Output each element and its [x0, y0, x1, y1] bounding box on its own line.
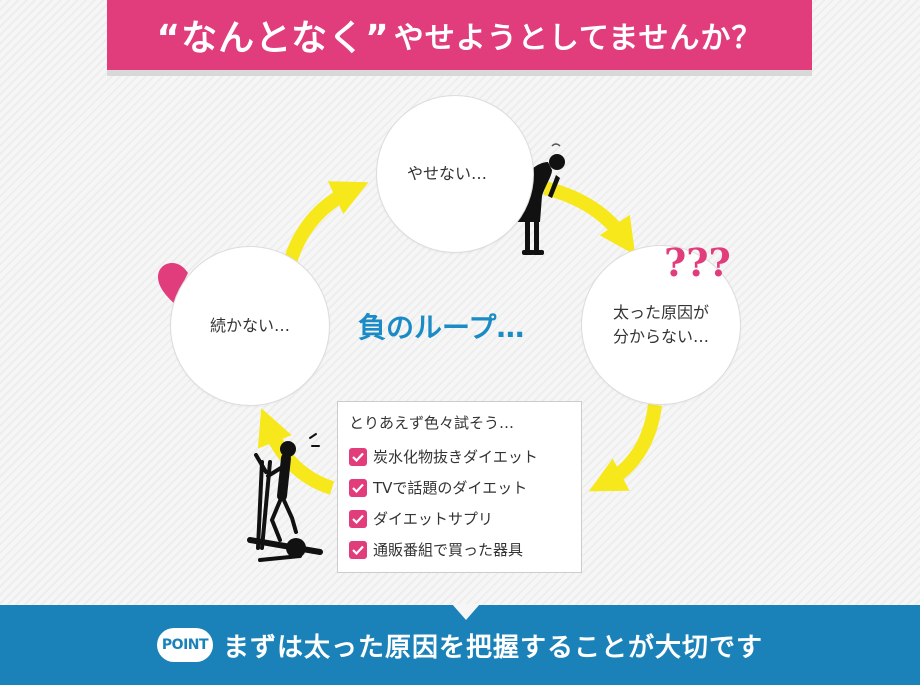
circle-right-label-line2: 分からない… [612, 327, 709, 346]
list-item: 通販番組で買った器具 [349, 534, 581, 565]
arrow-right-to-checklist [588, 403, 662, 492]
circle-left-label: 続かない… [209, 316, 290, 335]
circle-unknown-cause: 太った原因が 分からない… [581, 245, 741, 405]
list-item: 炭水化物抜きダイエット [349, 441, 581, 472]
try-anything-checklist: とりあえず色々試そう… 炭水化物抜きダイエット TVで話題のダイエット ダイエッ… [337, 401, 582, 573]
point-banner: POINT まずは太った原因を把握することが大切です [0, 604, 920, 685]
title-rest: やせようとしてませんか？ [393, 21, 763, 56]
checklist-item-label: ダイエットサプリ [373, 510, 493, 528]
checklist-item-label: 炭水化物抜きダイエット [373, 448, 538, 466]
list-item: TVで話題のダイエット [349, 472, 581, 503]
checkbox-icon [349, 478, 367, 497]
circle-right-label-line1: 太った原因が [612, 303, 709, 322]
negative-loop-label: 負のループ… [358, 311, 525, 344]
circle-cannot-lose-weight: やせない… [376, 95, 534, 253]
checklist-item-label: 通販番組で買った器具 [373, 541, 524, 559]
arrow-checklist-to-left [257, 408, 335, 495]
arrow-top-to-right [543, 181, 636, 256]
title-banner: “なんとなく” やせようとしてませんか？ [107, 0, 812, 70]
question-marks: ??? [664, 240, 731, 285]
arrow-left-to-top [283, 181, 369, 265]
checklist-title: とりあえず色々試そう… [349, 414, 515, 432]
checkbox-icon [349, 540, 367, 559]
checkbox-icon [349, 447, 367, 466]
point-notch [452, 604, 480, 620]
checklist-item-label: TVで話題のダイエット [373, 479, 528, 497]
list-item: ダイエットサプリ [349, 503, 581, 534]
circle-cannot-continue: 続かない… [170, 246, 330, 406]
exercise-machine-illustration [247, 433, 323, 562]
circle-top-label: やせない… [407, 164, 488, 183]
checkbox-icon [349, 509, 367, 528]
title-emphasis: “なんとなく” [156, 18, 390, 59]
point-text: まずは太った原因を把握することが大切です [222, 632, 763, 663]
point-badge: POINT [156, 628, 213, 662]
